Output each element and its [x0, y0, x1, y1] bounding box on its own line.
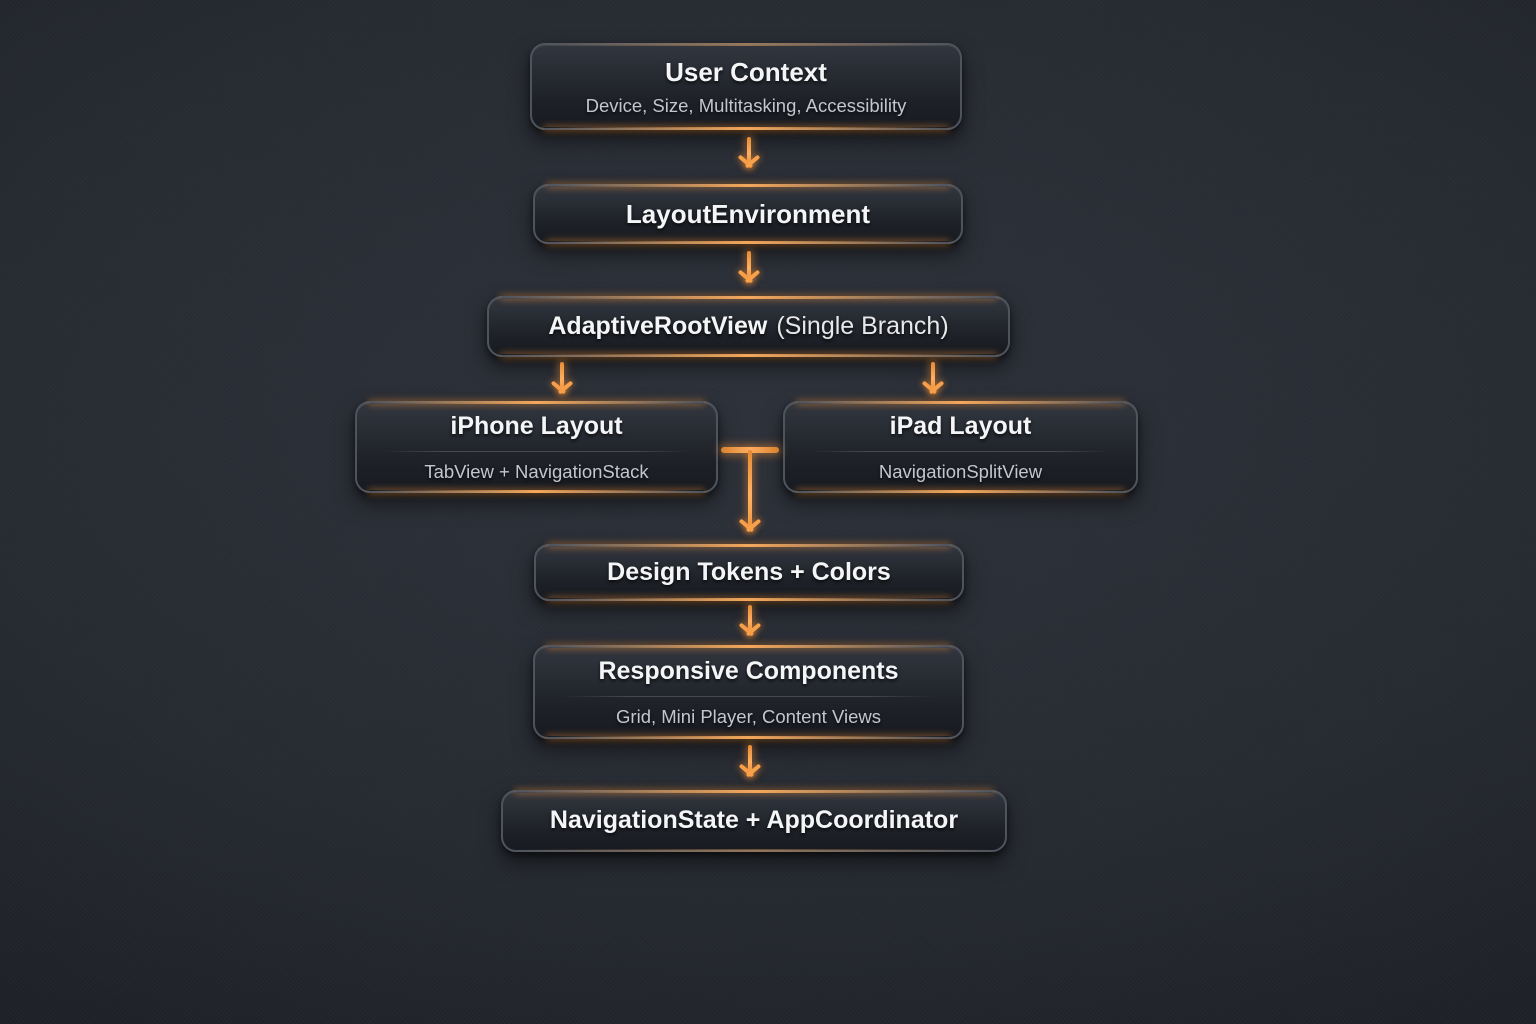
arrow-head-icon: [918, 384, 948, 400]
arrow-head-icon: [734, 273, 764, 289]
arrow-adaptive-root-view-to-ipad-layout: [917, 362, 949, 400]
arrow-head-icon: [734, 158, 764, 174]
node-title: Responsive Components: [598, 656, 899, 685]
arrow-design-tokens-to-responsive-components: [734, 605, 766, 642]
node-title: User Context: [665, 57, 827, 88]
arrow-stem: [748, 605, 752, 635]
node-title: iPhone Layout: [450, 411, 623, 440]
arrow-user-context-to-layout-environment: [733, 137, 765, 174]
node-divider: [383, 451, 690, 453]
node-adaptive-root-view: AdaptiveRootView (Single Branch): [487, 296, 1010, 357]
node-title-suffix: (Single Branch): [776, 311, 949, 340]
node-title: AdaptiveRootView (Single Branch): [548, 311, 948, 342]
arrow-adaptive-root-view-to-iphone-layout: [546, 362, 578, 400]
arrow-head-icon: [735, 522, 765, 538]
arrow-stem: [560, 362, 564, 393]
node-title: NavigationState + AppCoordinator: [549, 806, 959, 835]
node-iphone-layout: iPhone Layout TabView + NavigationStack: [355, 401, 718, 493]
arrow-responsive-components-to-navigation-state: [734, 745, 766, 783]
arrow-stem: [748, 450, 752, 531]
arrow-head-icon: [735, 626, 765, 642]
node-responsive-components: Responsive Components Grid, Mini Player,…: [533, 645, 964, 739]
node-title: iPad Layout: [889, 411, 1032, 440]
node-layout-environment: LayoutEnvironment: [533, 184, 963, 244]
node-subtitle: TabView + NavigationStack: [424, 461, 649, 483]
node-divider: [561, 696, 936, 698]
node-navigation-state: NavigationState + AppCoordinator: [501, 790, 1007, 852]
node-design-tokens: Design Tokens + Colors: [534, 544, 964, 601]
arrow-layout-environment-to-adaptive-root-view: [733, 251, 765, 289]
arrow-head-icon: [547, 384, 577, 400]
arrow-stem: [747, 251, 751, 282]
node-subtitle: NavigationSplitView: [878, 461, 1043, 483]
node-title-main: AdaptiveRootView: [548, 311, 768, 340]
node-user-context: User Context Device, Size, Multitasking,…: [530, 43, 962, 130]
node-subtitle: Device, Size, Multitasking, Accessibilit…: [585, 94, 907, 116]
arrow-head-icon: [735, 767, 765, 783]
node-divider: [811, 451, 1110, 453]
arrow-stem: [747, 137, 751, 167]
arrow-stem: [748, 745, 752, 776]
arrow-stem: [931, 362, 935, 393]
arrow-merge-to-design-tokens: [734, 450, 766, 538]
node-title: LayoutEnvironment: [625, 198, 871, 229]
node-ipad-layout: iPad Layout NavigationSplitView: [783, 401, 1138, 493]
node-subtitle: Grid, Mini Player, Content Views: [616, 706, 881, 728]
node-title: Design Tokens + Colors: [607, 557, 891, 586]
